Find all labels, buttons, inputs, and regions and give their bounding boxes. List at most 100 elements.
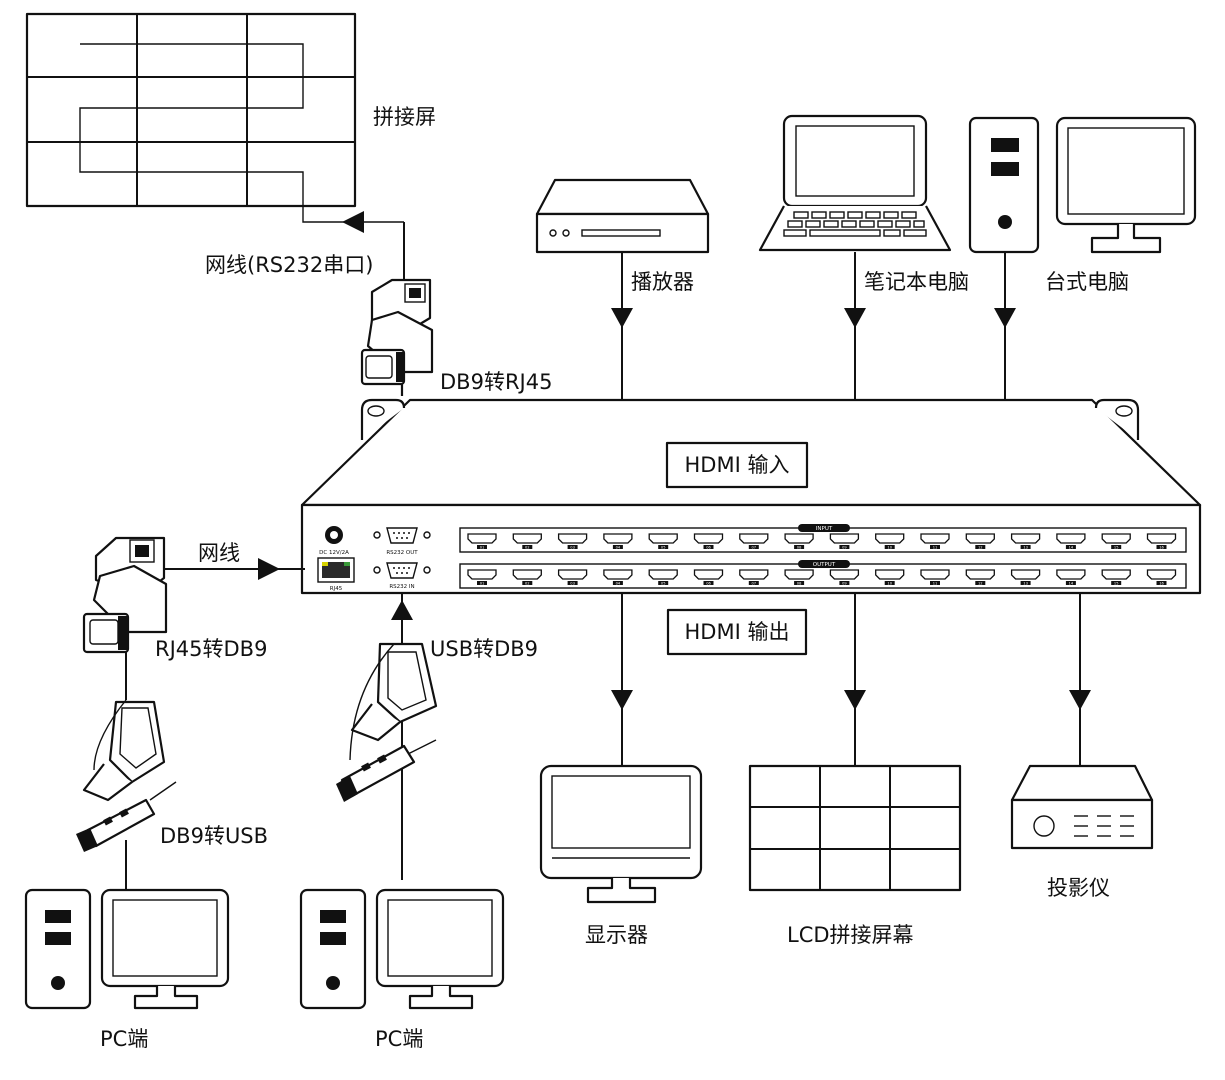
hdmi-input-port-12 (965, 533, 995, 544)
port-number-tag (748, 581, 759, 585)
hdmi-output-label: HDMI 输出 (685, 620, 790, 644)
port-number-tag (839, 581, 850, 585)
port-number-tag (794, 581, 805, 585)
projector-icon (1010, 764, 1154, 850)
port-number-tag (884, 545, 895, 549)
monitor-icon (539, 764, 703, 904)
hdmi-output-port-11 (920, 569, 950, 580)
hdmi-input-port-07 (739, 533, 769, 544)
hdmi-output-port-06 (693, 569, 724, 580)
port-number-label: 02 (525, 546, 530, 550)
port-number-label: 09 (842, 582, 847, 586)
hdmi-output-box (666, 608, 808, 656)
rj45-label: RJ45 (330, 586, 343, 592)
port-number-label: 05 (661, 582, 666, 586)
hdmi-input-port-11 (920, 533, 950, 544)
port-number-tag (975, 581, 986, 585)
port-number-label: 09 (842, 546, 847, 550)
port-number-label: 03 (570, 582, 575, 586)
port-number-label: 11 (933, 582, 938, 586)
arrow-down-icon (611, 308, 633, 328)
hdmi-output-port-02 (512, 569, 542, 580)
port-number-tag (1020, 581, 1031, 585)
arrow-right-icon (258, 558, 280, 580)
arrow-left-icon (342, 211, 364, 233)
port-number-label: 05 (661, 546, 666, 550)
rs232-out-port-icon (373, 527, 431, 544)
port-number-label: 01 (480, 546, 485, 550)
port-number-tag (567, 545, 578, 549)
port-number-tag (930, 545, 940, 549)
hdmi-input-port-15 (1101, 533, 1131, 544)
port-number-tag (477, 581, 487, 585)
hdmi-output-port-12 (965, 569, 995, 580)
port-number-label: 12 (978, 546, 983, 550)
hdmi-input-port-14 (1056, 533, 1086, 544)
port-number-tag (884, 581, 895, 585)
player-label: 播放器 (631, 270, 694, 294)
port-number-tag (1020, 545, 1031, 549)
arrow-down-icon (994, 308, 1016, 328)
pc-right-label: PC端 (375, 1027, 423, 1051)
port-number-tag (1065, 581, 1076, 585)
arrow-down-icon (611, 690, 633, 710)
port-number-tag (522, 545, 533, 549)
rs232-in-port-icon (373, 562, 431, 579)
port-number-tag (1156, 545, 1167, 549)
output-pill (798, 560, 850, 568)
network-label: 网线 (198, 541, 240, 565)
port-number-tag (567, 581, 578, 585)
port-number-label: 07 (752, 546, 757, 550)
hdmi-input-port-02 (512, 533, 542, 544)
hdmi-input-port-09 (829, 533, 860, 544)
port-number-label: 15 (1114, 582, 1119, 586)
port-number-tag (794, 545, 805, 549)
rj45-db9-adapter-icon (82, 536, 168, 654)
port-number-label: 03 (570, 546, 575, 550)
port-number-tag (703, 581, 714, 585)
port-number-tag (658, 545, 669, 549)
pc-left-icon (24, 888, 230, 1010)
port-number-label: 02 (525, 582, 530, 586)
hdmi-input-port-10 (875, 533, 905, 544)
port-number-label: 10 (887, 582, 892, 586)
pc-left-label: PC端 (100, 1027, 148, 1051)
hdmi-output-port-08 (784, 569, 814, 580)
hdmi-input-port-04 (603, 533, 633, 544)
video-wall-top (25, 12, 404, 223)
laptop-label: 笔记本电脑 (864, 270, 969, 294)
hdmi-input-port-08 (784, 533, 814, 544)
port-number-tag (703, 545, 714, 549)
network-rs232-label: 网线(RS232串口) (205, 253, 373, 277)
db9-usb-label: DB9转USB (160, 824, 268, 848)
hdmi-input-label: HDMI 输入 (685, 453, 790, 477)
usb-db9-label: USB转DB9 (430, 637, 538, 661)
port-number-label: 10 (887, 546, 892, 550)
db9-usb-cable-icon (76, 699, 177, 852)
hdmi-output-port-03 (557, 569, 588, 580)
arrow-down-icon (844, 308, 866, 328)
hdmi-output-port-04 (603, 569, 633, 580)
db9-rj45-adapter-icon (360, 278, 434, 386)
port-number-label: 11 (933, 546, 938, 550)
port-number-label: 16 (1159, 582, 1164, 586)
port-number-tag (1156, 581, 1167, 585)
port-number-label: 08 (797, 546, 802, 550)
hdmi-output-port-15 (1101, 569, 1131, 580)
port-number-label: 15 (1114, 546, 1119, 550)
port-number-label: 16 (1159, 546, 1164, 550)
port-number-label: 01 (480, 582, 485, 586)
hdmi-output-port-07 (739, 569, 769, 580)
port-number-tag (930, 581, 940, 585)
hdmi-input-port-01 (467, 533, 497, 544)
port-number-label: 04 (616, 582, 621, 586)
player-icon (535, 178, 710, 254)
port-number-tag (748, 545, 759, 549)
hdmi-output-port-05 (648, 569, 678, 580)
hdmi-output-port-01 (467, 569, 497, 580)
hdmi-input-port-05 (648, 533, 678, 544)
rs232-in-label: RS232 IN (389, 584, 414, 590)
port-number-label: 07 (752, 582, 757, 586)
rj45-port-icon (317, 557, 355, 583)
